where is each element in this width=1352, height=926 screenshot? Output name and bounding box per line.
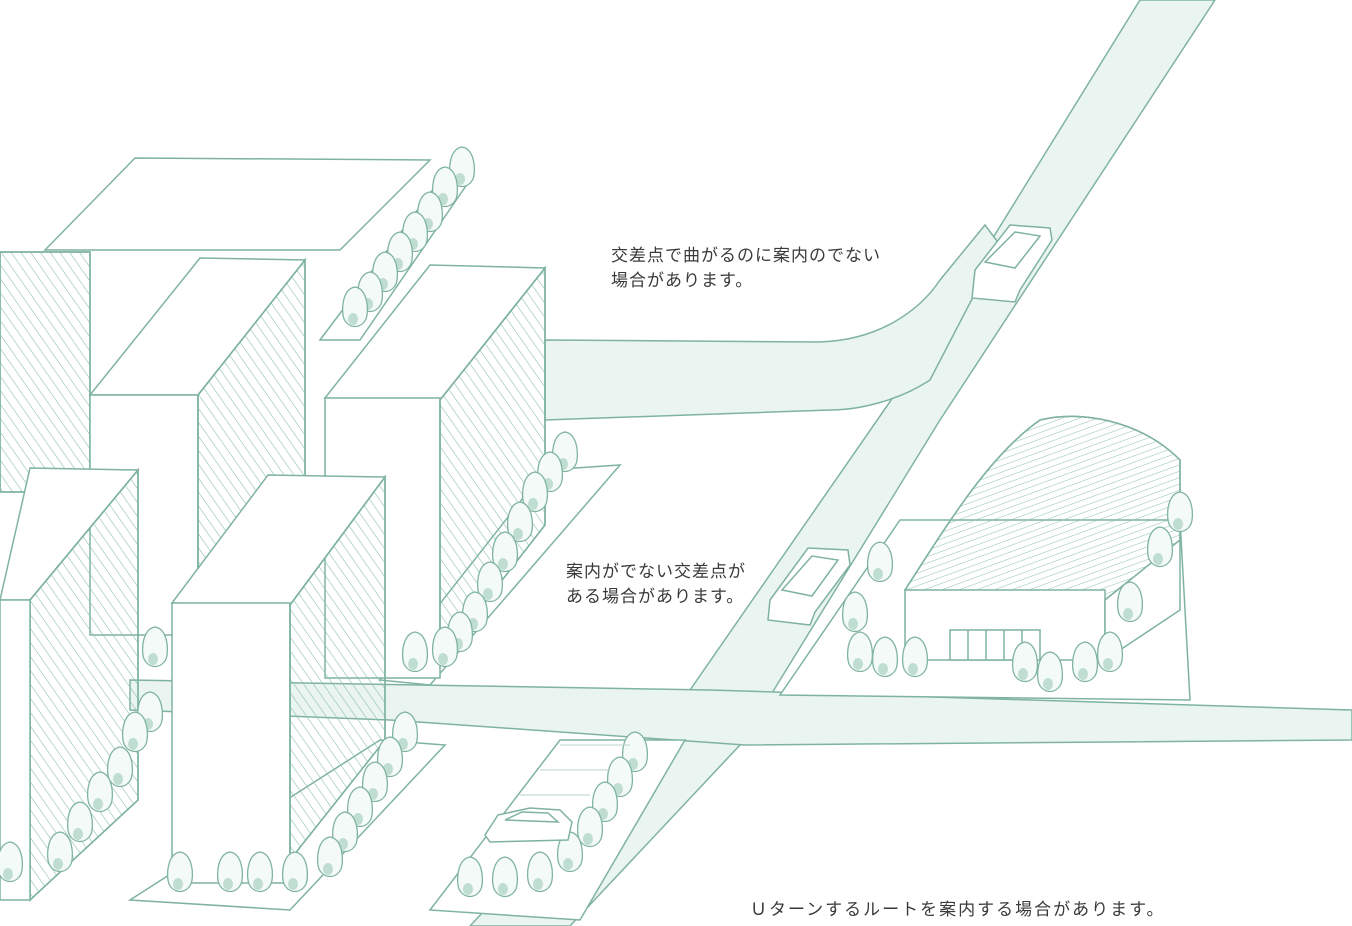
tree-shade	[1043, 678, 1053, 690]
tree-shade	[483, 588, 493, 600]
tree-shade	[1153, 553, 1163, 565]
tree-shade	[873, 568, 883, 580]
caption-bottom: Ｕターンするルートを案内する場合があります。	[750, 900, 1166, 920]
tree-shade	[563, 858, 573, 870]
tree-shade	[53, 858, 63, 870]
car-upper-road	[971, 224, 1053, 303]
tree-shade	[533, 878, 543, 890]
caption-top: 交差点で曲がるのに案内のでない 場合があります。	[611, 244, 881, 294]
buildings	[0, 157, 547, 902]
tree-shade	[223, 878, 233, 890]
tree-shade	[113, 773, 123, 785]
tree-shade	[1173, 518, 1183, 530]
tree-shade	[1103, 658, 1113, 670]
tree-shade	[528, 498, 538, 510]
tree-shade	[1078, 668, 1088, 680]
tree-shade	[253, 878, 263, 890]
tree-shade	[848, 618, 858, 630]
tree-shade	[853, 658, 863, 670]
tree-shade	[1123, 608, 1133, 620]
tree-shade	[438, 653, 448, 665]
tree-shade	[1018, 668, 1028, 680]
tree-shade	[455, 173, 465, 185]
tree-shade	[498, 883, 508, 895]
tree-shade	[128, 738, 138, 750]
tree-shade	[323, 863, 333, 875]
tree-shade	[463, 883, 473, 895]
tree-shade	[498, 558, 508, 570]
car-parking	[484, 807, 573, 843]
tree-shade	[908, 663, 918, 675]
trees	[0, 146, 1194, 898]
building-left-back	[0, 251, 91, 493]
cars	[484, 224, 1053, 843]
curved-branch-road	[544, 223, 1001, 421]
building-front	[170, 474, 387, 884]
car-middle-road	[767, 547, 851, 626]
tree-shade	[148, 653, 158, 665]
tree-shade	[288, 878, 298, 890]
parking-lines	[520, 744, 630, 796]
tree-shade	[583, 833, 593, 845]
caption-middle-line1: 案内がでない交差点が	[566, 562, 746, 582]
caption-top-line2: 場合があります。	[611, 271, 754, 291]
caption-middle: 案内がでない交差点が ある場合があります。	[566, 560, 746, 610]
caption-top-line1: 交差点で曲がるのに案内のでない	[611, 246, 881, 266]
tree-shade	[173, 878, 183, 890]
warehouse	[903, 415, 1181, 662]
tree-shade	[73, 828, 83, 840]
tree-shade	[348, 313, 358, 325]
tree-shade	[3, 868, 13, 880]
caption-middle-line2: ある場合があります。	[566, 587, 745, 607]
building-back-long	[43, 157, 432, 251]
tree-shade	[513, 528, 523, 540]
tree-shade	[93, 798, 103, 810]
tree-shade	[408, 658, 418, 670]
tree-shade	[878, 663, 888, 675]
